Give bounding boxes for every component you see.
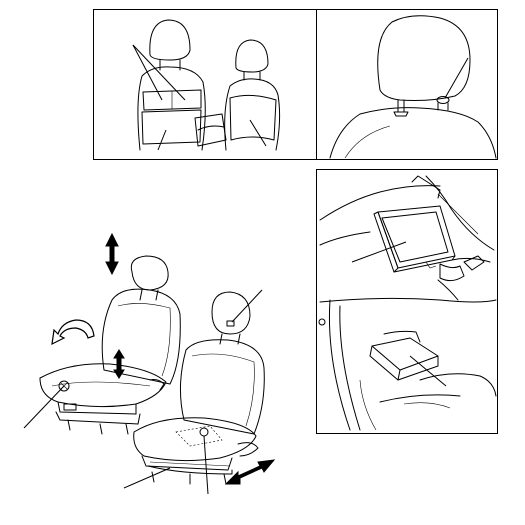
panel-seatback-pockets: [94, 10, 317, 160]
rotate-arrow-icon: [52, 320, 94, 344]
up-down-arrow-icon: [106, 234, 118, 274]
panel-headrest-hook: [317, 10, 498, 160]
fore-aft-arrow-icon: [226, 460, 274, 484]
panel-adjustable-seats: [24, 234, 274, 494]
panel-glove-and-under-seat-trays: [317, 170, 498, 434]
